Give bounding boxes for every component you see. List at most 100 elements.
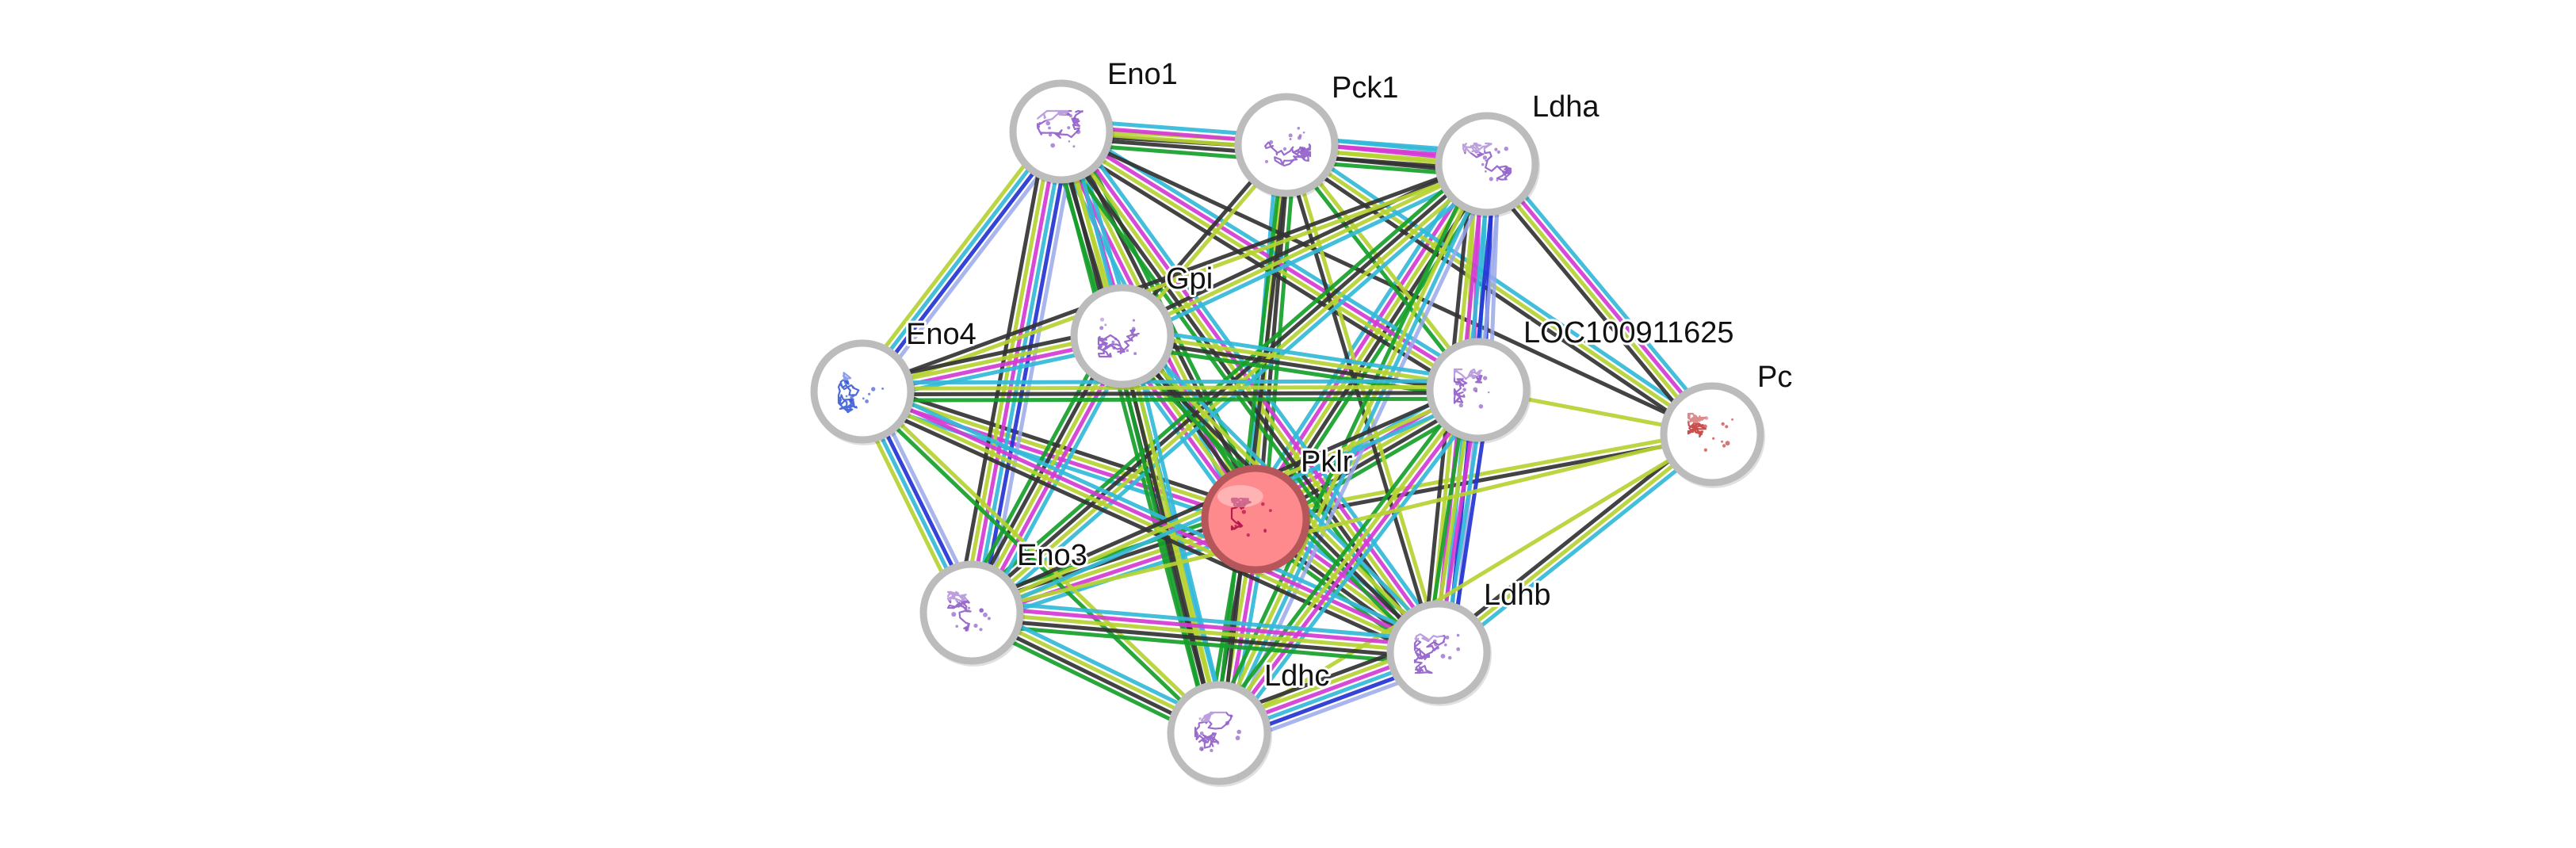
protein-structure-dot — [955, 625, 958, 628]
edge-Eno3-Ldhb[interactable] — [969, 598, 1442, 667]
protein-structure-dot — [1731, 418, 1733, 421]
protein-structure-dot — [1131, 327, 1136, 331]
edge-Eno4-LOC100911625[interactable] — [860, 379, 1481, 403]
protein-structure-dot — [1237, 522, 1240, 525]
node-Gpi[interactable] — [1070, 284, 1175, 390]
edge-Pc-Eno3[interactable] — [969, 432, 1714, 615]
nodes-layer — [810, 79, 1765, 787]
edge-evidence-textmining — [1482, 163, 1712, 438]
node-Ldhc[interactable] — [1167, 681, 1272, 787]
edge-Eno1-Eno3[interactable] — [955, 127, 1078, 617]
node-label-Ldhc[interactable]: Ldhc — [1262, 657, 1332, 695]
edge-evidence-neighborhood — [1118, 342, 1479, 401]
protein-structure-dot — [1112, 346, 1116, 350]
node-Ldha[interactable] — [1435, 112, 1540, 218]
protein-structure-dot — [1111, 340, 1115, 344]
node-LOC100911625[interactable] — [1426, 338, 1531, 444]
edge-Pck1-Pc[interactable] — [1281, 138, 1718, 441]
protein-structure-dot — [1725, 425, 1729, 429]
protein-structure-dot — [1440, 654, 1446, 659]
node-label-LOC100911625[interactable]: LOC100911625 — [1521, 314, 1737, 352]
protein-structure-dot — [1282, 147, 1287, 151]
protein-structure-dot — [845, 395, 848, 398]
edge-LOC100911625-Ldhc[interactable] — [1210, 382, 1488, 741]
protein-structure-dot — [850, 395, 854, 399]
node-label-Gpi[interactable]: Gpi — [1164, 260, 1215, 298]
edge-Gpi-LOC100911625[interactable] — [1118, 325, 1482, 401]
node-label-Ldha[interactable]: Ldha — [1530, 88, 1602, 126]
protein-structure-dot — [983, 612, 988, 617]
node-label-Pc[interactable]: Pc — [1755, 358, 1794, 396]
node-bubble — [810, 339, 915, 444]
protein-structure-dot — [1488, 391, 1490, 394]
protein-structure-dot — [1712, 437, 1715, 440]
node-highlight — [1217, 485, 1263, 508]
edges-layer — [852, 117, 1722, 750]
protein-structure-dot — [1504, 147, 1508, 151]
node-bubble — [919, 560, 1024, 665]
edge-evidence-textmining — [861, 165, 1490, 396]
edge-evidence-neighborhood — [1209, 158, 1481, 731]
node-label-Eno1[interactable]: Eno1 — [1105, 55, 1180, 94]
edge-evidence-cooccurrence — [862, 131, 1066, 395]
protein-structure-icon — [946, 590, 972, 632]
protein-structure-dot — [1133, 352, 1137, 356]
node-bubble — [1426, 338, 1531, 442]
edge-Ldha-Eno4[interactable] — [859, 159, 1490, 396]
protein-structure-dot — [1073, 117, 1076, 120]
edge-evidence-textmining — [1436, 432, 1714, 655]
node-label-Pck1[interactable]: Pck1 — [1329, 69, 1401, 107]
node-label-Eno3[interactable]: Eno3 — [1015, 537, 1090, 575]
edge-evidence-textmining — [859, 392, 1439, 657]
protein-structure-dot — [1198, 717, 1202, 720]
node-Eno4[interactable] — [810, 339, 915, 445]
edge-Ldha-Gpi[interactable] — [1118, 156, 1492, 344]
node-label-Ldhb[interactable]: Ldhb — [1481, 576, 1554, 614]
protein-structure-dot — [1289, 138, 1292, 140]
edge-Pc-Ldhc[interactable] — [1217, 432, 1714, 735]
edge-Ldha-Pc[interactable] — [1477, 156, 1722, 442]
protein-structure-dot — [1126, 349, 1129, 352]
protein-structure-dot — [1485, 170, 1487, 173]
node-Pklr[interactable] — [1201, 464, 1311, 575]
protein-structure-dot — [987, 617, 991, 621]
node-Pck1[interactable] — [1234, 93, 1340, 199]
edge-evidence-database — [1224, 393, 1488, 741]
protein-structure-dot — [1048, 126, 1051, 130]
protein-structure-dot — [1243, 502, 1247, 506]
edge-evidence-experiments — [1487, 160, 1717, 435]
node-Eno3[interactable] — [919, 560, 1025, 667]
node-label-Pklr[interactable]: Pklr — [1298, 443, 1355, 481]
protein-structure-dot — [1210, 748, 1213, 753]
node-label-Eno4[interactable]: Eno4 — [904, 315, 979, 353]
node-Pc[interactable] — [1660, 382, 1765, 488]
edge-evidence-neighborhood — [860, 396, 1481, 403]
edge-Eno1-Pc[interactable] — [1059, 129, 1714, 437]
edge-Eno4-Ldhc[interactable] — [858, 387, 1224, 738]
protein-structure-dot — [1504, 170, 1509, 174]
edge-evidence-coexpression — [1118, 156, 1487, 333]
protein-structure-icon — [1687, 412, 1707, 438]
protein-structure-dot — [1483, 376, 1488, 380]
edge-evidence-cooccurrence — [978, 131, 1072, 617]
protein-structure-dot — [1114, 338, 1118, 341]
protein-structure-dot — [1471, 374, 1476, 380]
protein-structure-dot — [848, 399, 853, 403]
edge-evidence-database — [970, 598, 1442, 643]
protein-structure-dot — [967, 606, 971, 609]
protein-structure-dot — [1263, 529, 1267, 533]
protein-structure-dot — [1454, 380, 1460, 386]
node-bubble — [1386, 600, 1491, 705]
protein-structure-dot — [1050, 143, 1056, 148]
protein-structure-icon — [837, 372, 860, 414]
protein-structure-dot — [1456, 633, 1460, 637]
edge-evidence-database — [858, 128, 1061, 392]
protein-structure-dot — [1217, 742, 1220, 745]
node-Eno1[interactable] — [1009, 79, 1114, 185]
edge-evidence-neighborhood — [1210, 382, 1473, 730]
protein-structure-dot — [1721, 440, 1724, 443]
protein-structure-dot — [1067, 126, 1071, 130]
protein-structure-dot — [1485, 159, 1487, 162]
node-Ldhb[interactable] — [1386, 600, 1492, 706]
protein-structure-dot — [1447, 655, 1452, 660]
